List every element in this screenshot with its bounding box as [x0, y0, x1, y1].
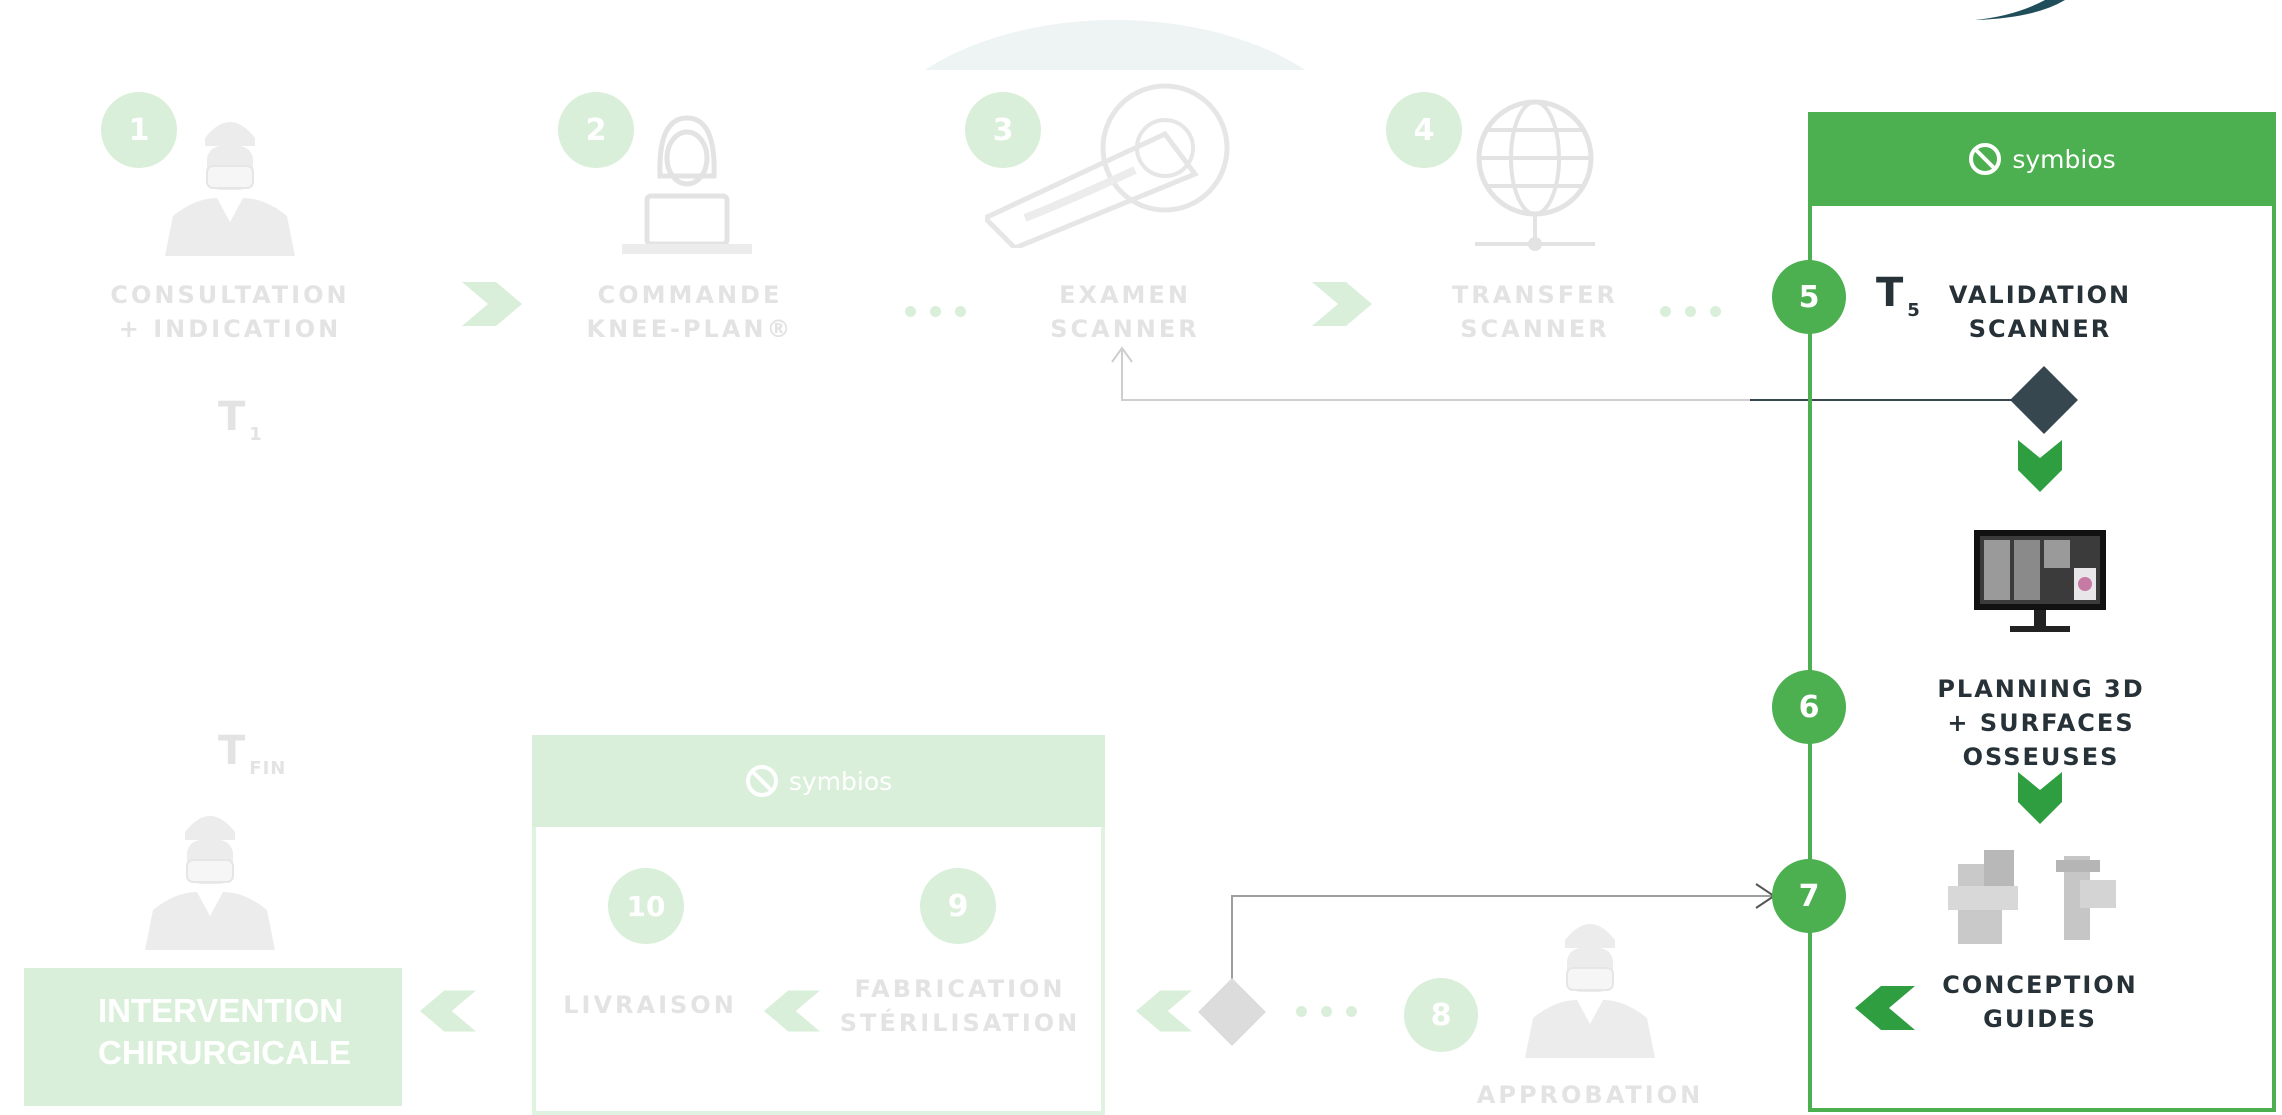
step-2-number: 2 — [558, 92, 634, 168]
step-1-label: CONSULTATION + INDICATION — [110, 281, 350, 343]
time-t5-main: T — [1876, 270, 1904, 316]
time-tfin-main: T — [218, 728, 246, 774]
chevron-left-icon — [1136, 990, 1192, 1032]
step-4-number: 4 — [1386, 92, 1462, 168]
monitor-planning-icon — [1974, 530, 2106, 632]
surgeon-icon — [1525, 924, 1655, 1058]
brand-name: symbios — [2012, 144, 2116, 174]
surgeon-icon — [165, 122, 295, 256]
time-t1-sub: 1 — [249, 424, 263, 445]
final-box — [24, 968, 402, 1106]
chevron-right-icon — [1312, 282, 1372, 326]
step-1-number: 1 — [101, 92, 177, 168]
chevron-right-icon — [462, 282, 522, 326]
woman-laptop-icon — [622, 115, 752, 254]
chevron-down-icon — [2018, 772, 2062, 824]
logo-swoosh-fragment — [1975, 0, 2065, 20]
final-label: INTERVENTION CHIRURGICALE — [98, 992, 351, 1071]
ct-scanner-icon — [985, 83, 1230, 248]
step-5-number: 5 — [1772, 260, 1846, 334]
decorative-arc — [860, 0, 1370, 70]
step-10-label: LIVRAISON — [563, 991, 737, 1019]
dots-connector — [905, 306, 966, 317]
step-6-label: PLANNING 3D + SURFACES OSSEUSES — [1937, 675, 2145, 771]
forbidden-circle-icon — [745, 765, 778, 797]
step-2-label: COMMANDE KNEE-PLAN® — [586, 281, 794, 343]
chevron-left-icon — [1855, 986, 1915, 1030]
chevron-left-icon — [420, 990, 476, 1032]
chevron-left-icon — [764, 990, 820, 1032]
time-t5-sub: 5 — [1907, 300, 1921, 321]
step-7-number: 7 — [1772, 859, 1846, 933]
time-tfin-sub: FIN — [249, 758, 287, 779]
symbios-header-active: symbios — [1808, 112, 2276, 206]
surgical-guides-icon — [1948, 850, 2116, 944]
step-8-label: APPROBATION — [1476, 1081, 1704, 1109]
symbios-header-faded: symbios — [532, 735, 1105, 827]
step-9-number: 9 — [920, 868, 996, 944]
step-9-label: FABRICATION STÉRILISATION — [839, 975, 1081, 1037]
dots-connector — [1660, 306, 1721, 317]
step-3-number: 3 — [965, 92, 1041, 168]
dots-connector — [1296, 1006, 1357, 1017]
step-5-label: VALIDATION SCANNER — [1948, 281, 2132, 343]
step-7-label: CONCEPTION GUIDES — [1942, 971, 2138, 1033]
forbidden-circle-icon — [1969, 143, 2002, 175]
step-6-number: 6 — [1772, 670, 1846, 744]
time-t1-main: T — [218, 394, 246, 440]
step-3-label: EXAMEN SCANNER — [1050, 281, 1200, 343]
chevron-down-icon — [2018, 440, 2062, 492]
step-4-label: TRANSFER SCANNER — [1451, 281, 1619, 343]
globe-network-icon — [1475, 99, 1595, 251]
step-10-number: 10 — [608, 868, 684, 944]
surgeon-icon — [145, 816, 275, 950]
step-8-number: 8 — [1404, 978, 1478, 1052]
brand-name: symbios — [788, 766, 893, 796]
